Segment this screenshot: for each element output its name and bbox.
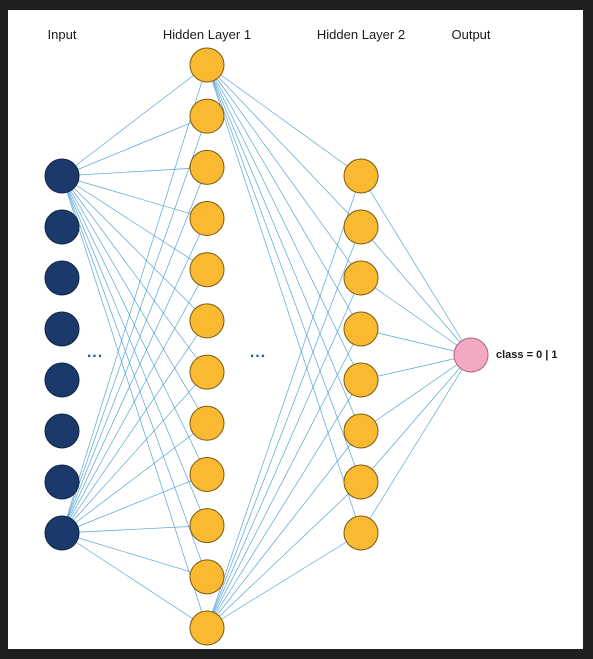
hidden-layer-1-neuron <box>189 559 225 595</box>
diagram-frame <box>8 10 583 649</box>
connection-line <box>206 64 362 432</box>
connections <box>61 64 472 629</box>
input-layer-title: Input <box>48 27 77 42</box>
hidden-layer-1-title: Hidden Layer 1 <box>163 27 251 42</box>
connection-line <box>206 481 362 629</box>
hidden-layer-2-neuron <box>343 311 379 347</box>
connection-line <box>206 430 362 629</box>
input-neuron <box>44 464 80 500</box>
input-neuron <box>44 158 80 194</box>
connection-line <box>206 64 362 483</box>
hidden-ellipsis: ... <box>250 344 266 361</box>
connection-line <box>360 277 472 356</box>
hidden-layer-2-neuron <box>343 515 379 551</box>
connection-line <box>360 328 472 356</box>
connection-line <box>61 175 208 271</box>
connection-line <box>206 64 362 534</box>
hidden-layer-2-neuron <box>343 260 379 296</box>
connection-line <box>61 175 208 219</box>
connection-line <box>61 218 208 534</box>
connection-line <box>206 64 362 177</box>
connection-line <box>61 175 208 322</box>
neurons <box>44 47 489 646</box>
hidden-layer-1-neuron <box>189 456 225 492</box>
hidden-layer-1-neuron <box>189 354 225 390</box>
connection-line <box>206 328 362 629</box>
input-neuron <box>44 209 80 245</box>
input-neuron <box>44 311 80 347</box>
connection-line <box>360 354 472 432</box>
connection-line <box>61 269 208 534</box>
connection-line <box>360 354 472 534</box>
hidden-layer-2-neuron <box>343 158 379 194</box>
connection-line <box>61 474 208 534</box>
connection-line <box>360 175 472 356</box>
connection-line <box>360 354 472 381</box>
output-neuron <box>453 337 489 373</box>
hidden-layer-1-neuron <box>189 98 225 134</box>
connection-line <box>61 64 208 534</box>
hidden-layer-2-title: Hidden Layer 2 <box>317 27 405 42</box>
hidden-layer-1-neuron <box>189 149 225 185</box>
connection-line <box>61 371 208 534</box>
hidden-layer-1-neuron <box>189 47 225 83</box>
connection-line <box>61 532 208 629</box>
connection-line <box>61 64 208 177</box>
connection-line <box>206 379 362 629</box>
connection-line <box>206 175 362 629</box>
connection-line <box>206 64 362 330</box>
connection-line <box>360 226 472 356</box>
hidden-layer-1-neuron <box>189 508 225 544</box>
connection-line <box>206 532 362 629</box>
connection-line <box>61 422 208 534</box>
connection-line <box>206 64 362 381</box>
connection-line <box>61 167 208 534</box>
hidden-layer-2-neuron <box>343 413 379 449</box>
hidden-layer-2-neuron <box>343 209 379 245</box>
hidden-layer-2-neuron <box>343 362 379 398</box>
connection-line <box>61 175 208 373</box>
connection-line <box>206 64 362 228</box>
connection-line <box>206 226 362 629</box>
input-neuron <box>44 362 80 398</box>
hidden-layer-2-neuron <box>343 464 379 500</box>
connection-line <box>61 116 208 534</box>
hidden-layer-1-neuron <box>189 303 225 339</box>
connection-line <box>61 525 208 534</box>
connection-line <box>61 115 208 177</box>
hidden-layer-1-neuron <box>189 405 225 441</box>
connection-line <box>206 277 362 629</box>
connection-line <box>206 64 362 279</box>
input-ellipsis: ... <box>87 344 103 361</box>
input-neuron <box>44 413 80 449</box>
hidden-layer-1-neuron <box>189 610 225 646</box>
hidden-layer-1-neuron <box>189 201 225 237</box>
output-class-label: class = 0 | 1 <box>496 349 558 361</box>
input-neuron <box>44 260 80 296</box>
connection-line <box>360 354 472 483</box>
hidden-layer-1-neuron <box>189 252 225 288</box>
connection-line <box>61 320 208 534</box>
output-layer-title: Output <box>451 27 490 42</box>
connection-line <box>61 532 208 578</box>
connection-line <box>61 167 208 177</box>
input-neuron <box>44 515 80 551</box>
